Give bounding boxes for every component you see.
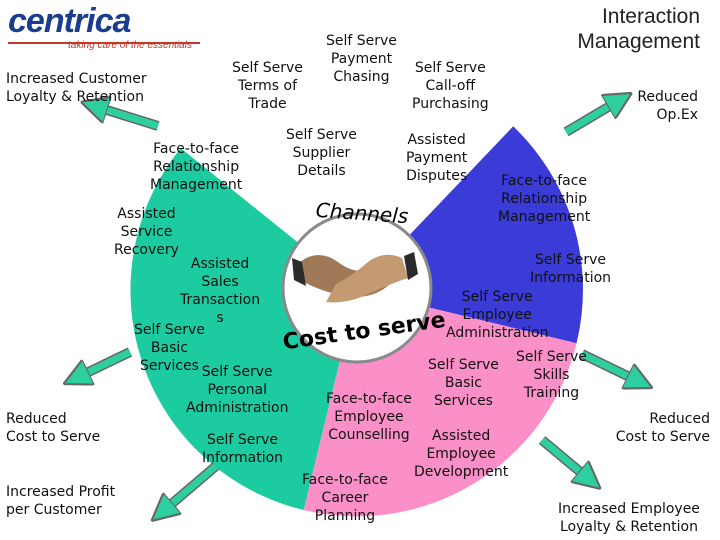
sector-white bbox=[180, 63, 514, 291]
logo-divider bbox=[8, 42, 200, 44]
label-personal-admin: Self Serve Personal Administration bbox=[186, 364, 289, 416]
handshake-icon bbox=[292, 252, 418, 303]
label-employee-admin: Self Serve Employee Administration bbox=[446, 289, 549, 341]
logo-tagline: taking care of the essentials bbox=[68, 40, 192, 51]
label-call-off-purchasing: Self Serve Call-off Purchasing bbox=[412, 60, 489, 112]
label-blue-f2f-relationship: Face-to-face Relationship Management bbox=[498, 173, 591, 225]
label-service-recovery: Assisted Service Recovery bbox=[114, 206, 179, 258]
outcome-reduced-cost-left: Reduced Cost to Serve bbox=[6, 411, 101, 445]
label-payment-disputes: Assisted Payment Disputes bbox=[406, 132, 468, 184]
page-title: Interaction Management bbox=[577, 5, 700, 53]
centrica-logo: centrica bbox=[8, 2, 131, 40]
outcome-reduced-opex: Reduced Op.Ex bbox=[637, 89, 698, 123]
label-career-planning: Face-to-face Career Planning bbox=[302, 472, 388, 524]
label-payment-chasing: Self Serve Payment Chasing bbox=[326, 33, 397, 85]
label-teal-information: Self Serve Information bbox=[202, 432, 284, 466]
label-teal-basic-services: Self Serve Basic Services bbox=[134, 322, 205, 374]
outcome-reduced-cost-right: Reduced Cost to Serve bbox=[615, 411, 710, 445]
label-pink-basic-services: Self Serve Basic Services bbox=[428, 357, 499, 409]
outcome-customer-loyalty: Increased Customer Loyalty & Retention bbox=[6, 71, 147, 105]
label-supplier-details: Self Serve Supplier Details bbox=[286, 127, 357, 179]
label-skills-training: Self Serve Skills Training bbox=[516, 349, 587, 401]
label-sales-transactions: Assisted Sales Transaction s bbox=[180, 256, 261, 326]
sector-teal bbox=[130, 148, 357, 510]
label-employee-counselling: Face-to-face Employee Counselling bbox=[326, 391, 412, 443]
outcome-profit-per-customer: Increased Profit per Customer bbox=[6, 484, 116, 518]
label-pink-information: Self Serve Information bbox=[530, 252, 612, 286]
label-terms-of-trade: Self Serve Terms of Trade bbox=[232, 60, 303, 112]
outcome-employee-loyalty: Increased Employee Loyalty & Retention bbox=[558, 501, 700, 535]
label-teal-f2f-relationship: Face-to-face Relationship Management bbox=[150, 141, 243, 193]
label-employee-development: Assisted Employee Development bbox=[414, 428, 509, 480]
